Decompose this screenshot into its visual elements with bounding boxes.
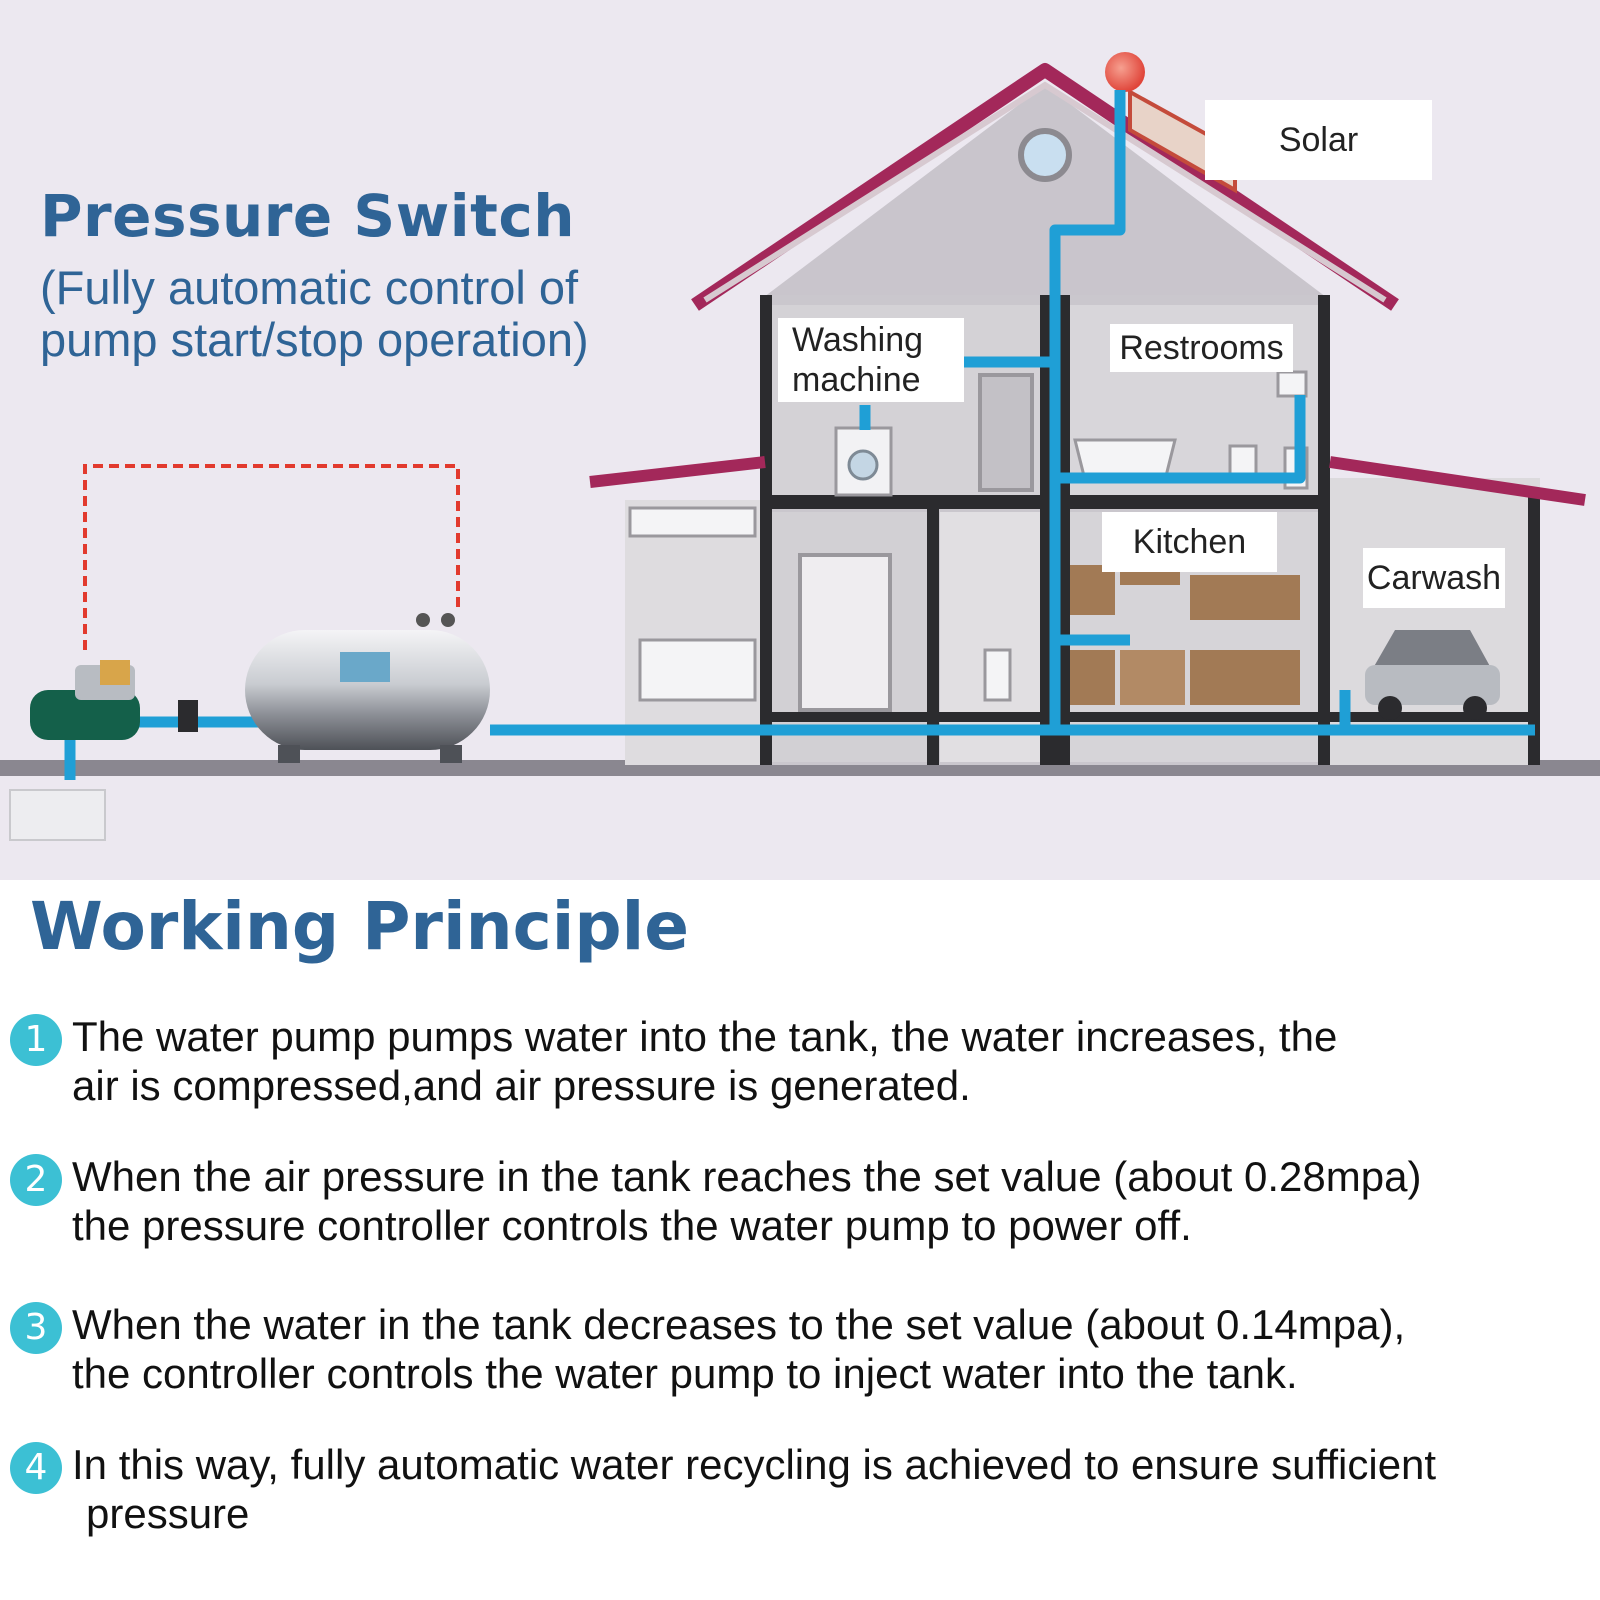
working-principle-title: Working Principle <box>30 888 689 965</box>
step-text: The water pump pumps water into the tank… <box>72 1012 1337 1110</box>
step-number-badge: 4 <box>10 1442 62 1494</box>
step-text: When the air pressure in the tank reache… <box>72 1152 1421 1250</box>
step-number-badge: 2 <box>10 1154 62 1206</box>
subtitle-line: pump start/stop operation) <box>40 313 589 366</box>
step-line: pressure <box>86 1490 250 1537</box>
step-line: In this way, fully automatic water recyc… <box>72 1441 1437 1488</box>
step-line: The water pump pumps water into the tank… <box>72 1013 1338 1060</box>
label-line: Washing <box>792 321 924 359</box>
control-signal-line <box>83 464 460 650</box>
step-number-badge: 3 <box>10 1302 62 1354</box>
check-valve <box>178 700 198 732</box>
pressure-switch-title: Pressure Switch <box>40 182 576 250</box>
house-body <box>625 85 1540 765</box>
subtitle-line: (Fully automatic control of <box>40 261 579 314</box>
pressure-tank <box>245 613 490 763</box>
label-restrooms: Restrooms <box>1110 324 1293 372</box>
label-solar: Solar <box>1205 100 1432 180</box>
step-line: the pressure controller controls the wat… <box>72 1202 1192 1249</box>
step-text: In this way, fully automatic water recyc… <box>72 1440 1436 1538</box>
roof <box>589 63 1586 506</box>
step-number-badge: 1 <box>10 1014 62 1066</box>
step-line: When the air pressure in the tank reache… <box>72 1153 1422 1200</box>
step-text: When the water in the tank decreases to … <box>72 1300 1405 1398</box>
step-line: the controller controls the water pump t… <box>72 1350 1298 1397</box>
step-line: When the water in the tank decreases to … <box>72 1301 1406 1348</box>
house-water-system-diagram: Pressure Switch (Fully automatic control… <box>0 0 1600 880</box>
label-carwash: Carwash <box>1363 548 1505 608</box>
pressure-switch-subtitle: (Fully automatic control of pump start/s… <box>40 262 589 366</box>
label-washing-machine: Washing machine <box>778 318 964 402</box>
label-kitchen: Kitchen <box>1102 512 1277 572</box>
water-pump <box>9 660 140 841</box>
label-line: machine <box>792 361 921 399</box>
step-line: air is compressed,and air pressure is ge… <box>72 1062 971 1109</box>
